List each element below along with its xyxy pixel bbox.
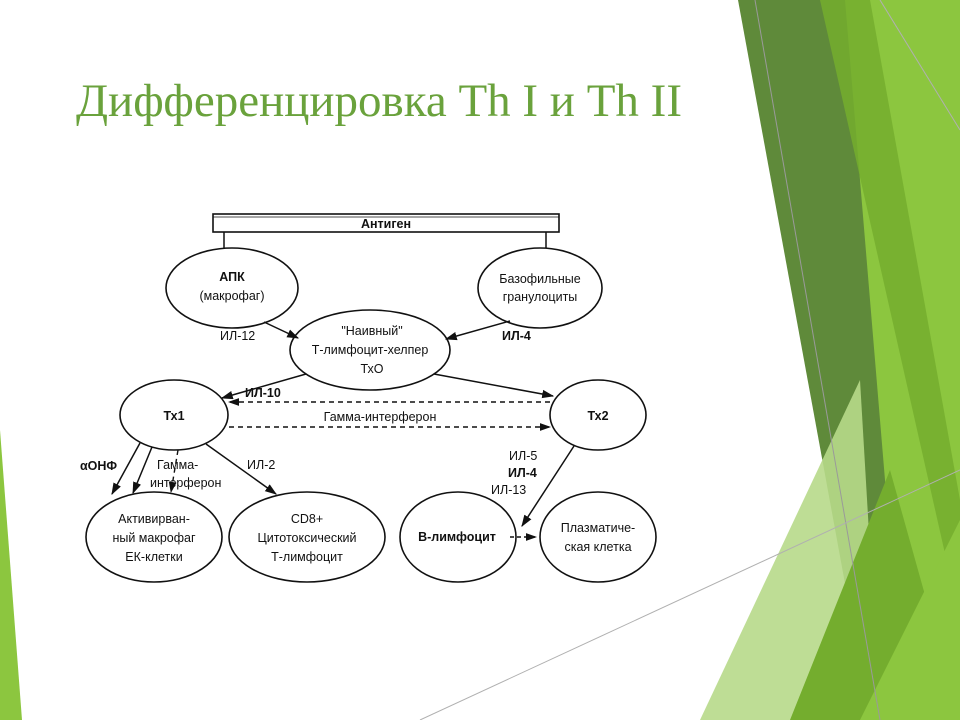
il5-label: ИЛ-5: [509, 449, 537, 463]
cd8-label-line1: CD8+: [291, 512, 323, 526]
decor-shape-bottom-light: [860, 520, 960, 720]
cd8-label-line3: Т-лимфоцит: [271, 550, 343, 564]
gamma-interferon-split-line1: Гамма-: [157, 458, 198, 472]
decor-line-3: [879, 0, 960, 131]
naive-label-line2: Т-лимфоцит-хелпер: [312, 343, 429, 357]
arrow-apc-to-naive: [263, 321, 300, 339]
naive-label-line1: "Наивный": [341, 324, 402, 338]
basophils-label-line1: Базофильные: [499, 272, 581, 286]
il2-label: ИЛ-2: [247, 458, 275, 472]
macrophage-node: [85, 491, 223, 583]
arrow-naive-to-th1: [220, 373, 307, 400]
basophils-label-line2: гранулоциты: [503, 290, 578, 304]
antigen-bar: [212, 213, 560, 233]
plasma-node: [539, 491, 657, 583]
bcell-label: В-лимфоцит: [418, 530, 496, 544]
decor-line-2: [419, 469, 960, 720]
il13-label: ИЛ-13: [491, 483, 526, 497]
naive-node: [289, 309, 451, 391]
tnf-label: αОНФ: [80, 459, 117, 473]
basophils-node: [477, 247, 603, 329]
apc-label: АПК: [219, 270, 245, 284]
arrow-th1-to-cd8: [205, 443, 277, 495]
gamma-interferon-split-line2: интерферон: [150, 476, 222, 490]
bcell-node: [399, 491, 517, 583]
naive-label-line3: ТхО: [360, 362, 383, 376]
arrow-basophils-to-naive: [444, 320, 511, 341]
cd8-node: [228, 491, 386, 583]
arrow-naive-to-th2: [433, 373, 555, 399]
macrophage-label-line3: ЕК-клетки: [125, 550, 182, 564]
macrophage-label-line2: ный макрофаг: [112, 531, 195, 545]
il10-label: ИЛ-10: [245, 386, 281, 400]
arrow-th1-to-macrophage-dashed: [168, 449, 179, 494]
apc-node: [165, 247, 299, 329]
plasma-label-line2: ская клетка: [564, 540, 631, 554]
il4-label: ИЛ-4: [502, 329, 531, 343]
antigen-label: Антиген: [361, 217, 411, 231]
th1-label: Тх1: [163, 409, 184, 423]
decor-shape-right-mid: [820, 0, 960, 620]
th2-label: Тх2: [587, 409, 608, 423]
th1-node: [119, 379, 229, 451]
arrow-th1-to-macrophage-1: [111, 442, 141, 496]
arrow-th2-to-bcell: [521, 445, 575, 528]
gamma-interferon-label: Гамма-интерферон: [324, 410, 437, 424]
slide-title: Дифференцировка Th I и Th II: [76, 75, 682, 127]
decor-shape-left: [0, 430, 22, 720]
macrophage-label-line1: Активирван-: [118, 512, 190, 526]
plasma-label-line1: Плазматиче-: [561, 521, 635, 535]
decor-line-1: [754, 0, 881, 720]
th2-node: [549, 379, 647, 451]
arrow-th1-to-macrophage-2: [132, 446, 153, 495]
il12-label: ИЛ-12: [220, 329, 255, 343]
il4-b-label: ИЛ-4: [508, 466, 537, 480]
cd8-label-line2: Цитотоксический: [257, 531, 356, 545]
apc-sublabel: (макрофаг): [199, 289, 264, 303]
